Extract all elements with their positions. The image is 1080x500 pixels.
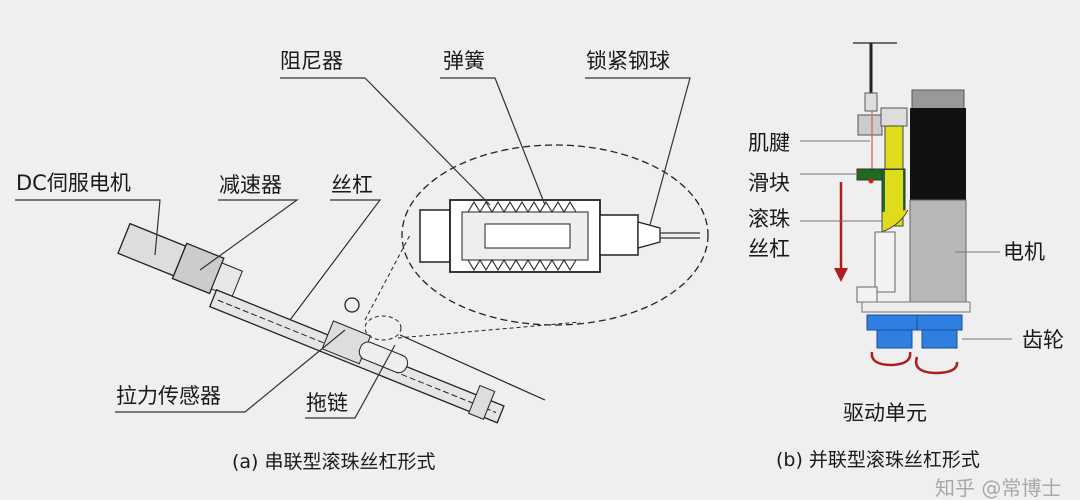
label-damper: 阻尼器 <box>280 49 343 73</box>
label-reducer: 减速器 <box>219 173 282 197</box>
label-tension-sensor: 拉力传感器 <box>116 384 221 408</box>
caption-b: (b) 并联型滚珠丝杠形式 <box>776 449 980 471</box>
label-tendon: 肌腱 <box>748 131 790 155</box>
watermark: 知乎 @常博士 <box>935 476 1061 500</box>
label-dc-motor: DC伺服电机 <box>16 171 131 195</box>
label-lead-screw: 丝杠 <box>331 173 373 197</box>
damper-detail-view <box>401 144 709 326</box>
leader-lines-a <box>15 77 691 419</box>
caption-a: (a) 串联型滚珠丝杠形式 <box>232 451 436 473</box>
label-drive-unit: 驱动单元 <box>843 401 927 425</box>
label-locking-ball: 锁紧钢球 <box>586 49 670 73</box>
parallel-actuator-drawing <box>834 42 971 375</box>
label-ball-screw-1: 滚珠 <box>748 207 790 231</box>
label-spring: 弹簧 <box>443 49 485 73</box>
label-motor: 电机 <box>1003 240 1045 264</box>
leader-lines-b <box>800 140 1012 340</box>
label-slider: 滑块 <box>748 171 790 195</box>
label-ball-screw-2: 丝杠 <box>748 237 790 261</box>
down-arrow-icon <box>834 182 848 282</box>
series-actuator-drawing <box>117 222 581 424</box>
label-gear: 齿轮 <box>1022 328 1064 352</box>
label-drag-chain: 拖链 <box>306 391 348 415</box>
rotation-arrows <box>870 351 959 375</box>
